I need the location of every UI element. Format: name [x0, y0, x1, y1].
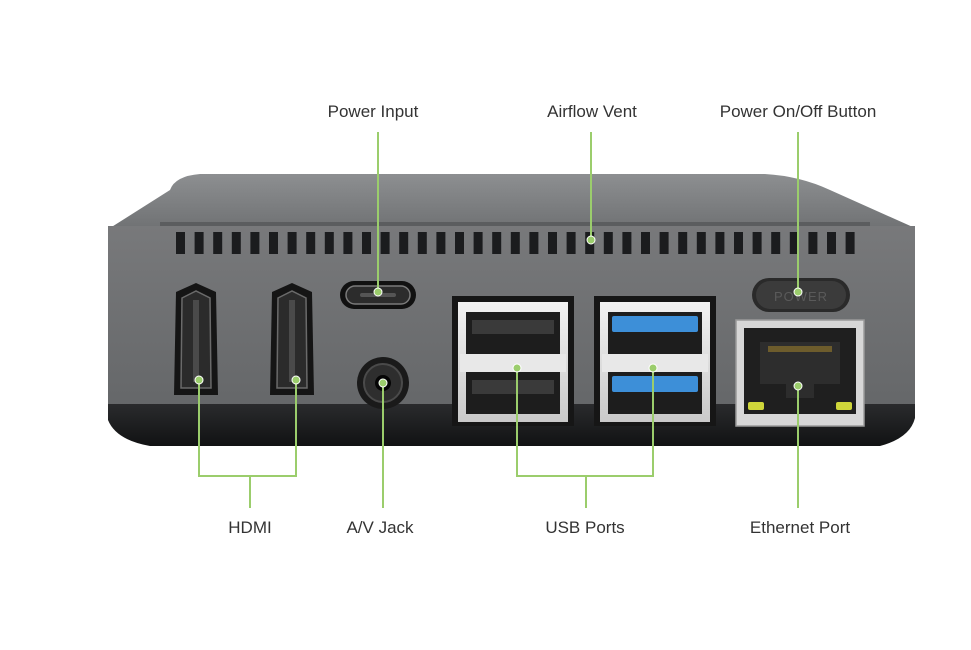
callout-line-usb-ports — [516, 368, 654, 508]
vent-slot — [548, 232, 557, 254]
case-top — [110, 174, 915, 228]
usb2-port-stack — [452, 296, 574, 426]
vent-slot — [269, 232, 278, 254]
vent-slot — [213, 232, 223, 254]
vent-slot — [473, 232, 483, 254]
callout-dot-power-input — [373, 287, 383, 297]
callout-dot-usb3 — [648, 363, 658, 373]
label-usb-ports: USB Ports — [545, 518, 625, 537]
callout-dot-av-jack — [378, 378, 388, 388]
usb3-port-stack — [594, 296, 716, 426]
callout-dot-usb2 — [512, 363, 522, 373]
vent-slot — [529, 232, 539, 254]
label-ethernet-port: Ethernet Port — [749, 518, 851, 537]
vent-slot — [771, 232, 781, 254]
vent-slot — [641, 232, 650, 254]
vent-slot — [659, 232, 669, 254]
vent-slot — [492, 232, 502, 254]
vent-slot — [287, 232, 297, 254]
callout-line-hdmi — [198, 380, 297, 508]
vent-slot — [362, 232, 371, 254]
vent-slot — [808, 232, 818, 254]
hdmi-port-1 — [174, 283, 218, 395]
callout-dot-airflow-vent — [586, 235, 596, 245]
ethernet-port — [735, 319, 865, 427]
vent-slot — [343, 232, 353, 254]
vent-slot — [827, 232, 836, 254]
airflow-vent-slots — [176, 232, 855, 254]
label-av-jack: A/V Jack — [346, 518, 414, 537]
vent-slot — [678, 232, 688, 254]
vent-slot — [324, 232, 334, 254]
vent-slot — [845, 232, 855, 254]
label-hdmi: HDMI — [228, 518, 272, 537]
vent-slot — [176, 232, 185, 254]
vent-slot — [194, 232, 204, 254]
vent-slot — [250, 232, 260, 254]
label-power-input: Power Input — [327, 102, 419, 121]
callout-dot-power-button — [793, 287, 803, 297]
hdmi-port-2 — [270, 283, 314, 395]
vent-slot — [715, 232, 725, 254]
vent-slot — [436, 232, 446, 254]
callout-dot-ethernet — [793, 381, 803, 391]
power-button-text: POWER — [774, 289, 828, 304]
callout-dot-hdmi-1 — [194, 375, 204, 385]
callout-dot-hdmi-2 — [291, 375, 301, 385]
vent-slot — [603, 232, 613, 254]
vent-slot — [417, 232, 427, 254]
label-airflow-vent: Airflow Vent — [547, 102, 637, 121]
vent-slot — [231, 232, 241, 254]
vent-slot — [455, 232, 464, 254]
vent-slot — [789, 232, 799, 254]
vent-slot — [696, 232, 706, 254]
vent-slot — [380, 232, 390, 254]
vent-slot — [752, 232, 762, 254]
vent-slot — [622, 232, 632, 254]
label-power-button: Power On/Off Button — [719, 102, 877, 121]
vent-slot — [734, 232, 743, 254]
vent-slot — [399, 232, 409, 254]
vent-slot — [566, 232, 576, 254]
vent-slot — [306, 232, 316, 254]
vent-slot — [510, 232, 520, 254]
